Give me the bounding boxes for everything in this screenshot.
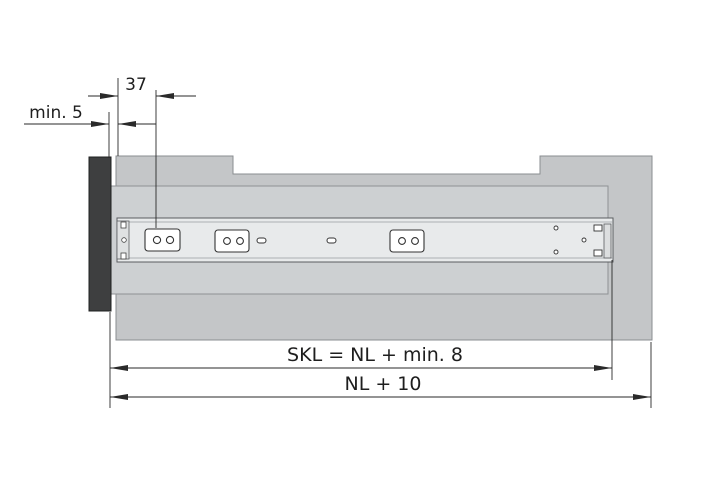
dimension-lines	[24, 78, 652, 408]
rail-screw-slot-third	[389, 229, 425, 253]
rail-oval-hole	[256, 237, 267, 244]
dimension-arrowheads	[91, 93, 651, 400]
dimension-label-skl: SKL = NL + min. 8	[287, 344, 463, 366]
slide-rail	[116, 217, 614, 263]
rail-oval-hole	[326, 237, 337, 244]
rail-rear-hole	[553, 249, 559, 255]
rail-rear-hole	[553, 225, 559, 231]
rail-rear-bracket	[593, 224, 603, 232]
dimension-label-min-5: min. 5	[29, 103, 83, 123]
drawer-front-panel	[88, 156, 112, 312]
rail-screw-slot-second	[214, 229, 250, 253]
rail-rear-hole	[581, 237, 587, 243]
rail-rear-bracket	[593, 249, 603, 257]
dimension-label-nl: NL + 10	[345, 373, 422, 395]
rail-screw-slot-front	[144, 228, 181, 252]
dimension-label-37: 37	[125, 75, 147, 95]
